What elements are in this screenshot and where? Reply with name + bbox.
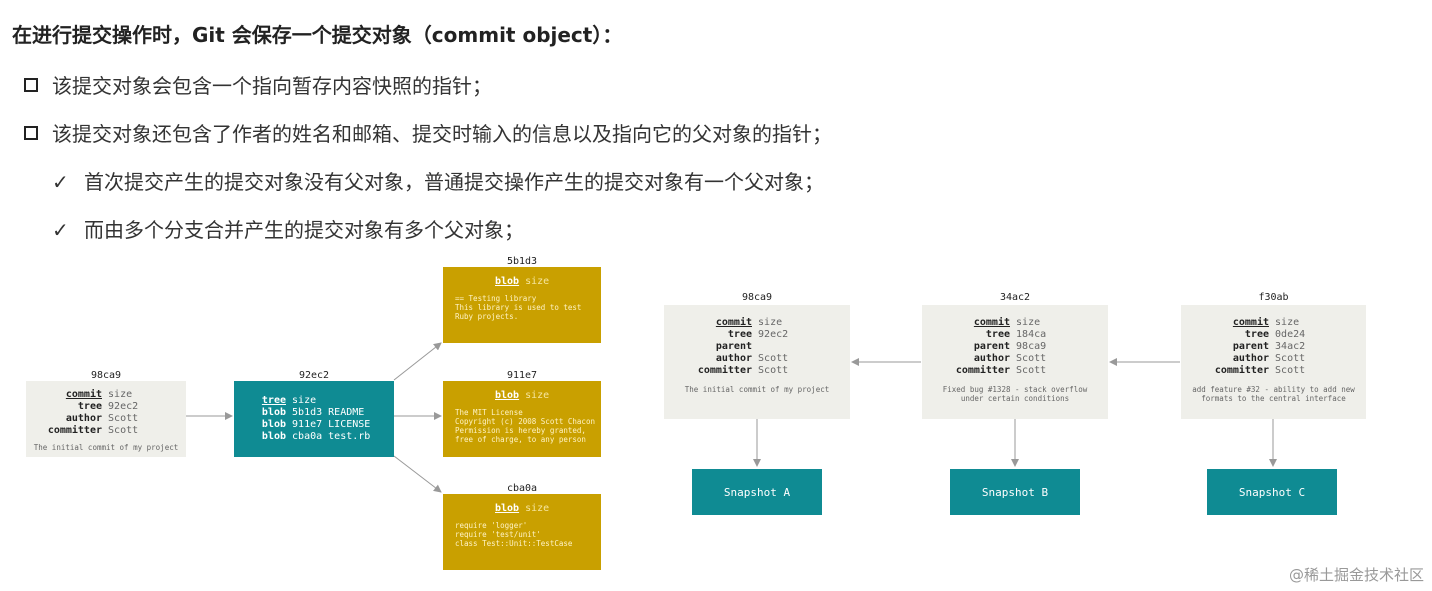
commit-row: tree 92ec2 — [77, 401, 139, 412]
blob-header: blob size — [495, 503, 550, 514]
check-text: 首次提交产生的提交对象没有父对象，普通提交操作产生的提交对象有一个父对象； — [84, 170, 824, 194]
commit-hash-label: 98ca9 — [741, 292, 773, 303]
bullet-item: 该提交对象会包含一个指向暂存内容快照的指针； — [24, 70, 492, 99]
blob-object-box: blob size == Testing library This librar… — [443, 267, 601, 343]
commit-row: author Scott — [1232, 353, 1306, 364]
commit-row: commit size — [715, 317, 783, 328]
tree-row: tree size — [261, 395, 317, 406]
commit-row: committer Scott — [1214, 365, 1306, 376]
arrow-tree-to-blob-1 — [393, 342, 442, 381]
check-text: 而由多个分支合并产生的提交对象有多个父对象； — [84, 218, 524, 242]
commit-message: The initial commit of my project — [684, 385, 830, 394]
blob-header: blob size — [495, 276, 550, 287]
blob-object-box: blob size require 'logger' require 'test… — [443, 494, 601, 570]
commit-object-box: commit size tree 0de24 parent 34ac2 auth… — [1181, 305, 1366, 419]
blob-header: blob size — [495, 390, 550, 401]
commit-hash-label: 34ac2 — [999, 292, 1031, 303]
tree-object-box: tree size blob 5b1d3 README blob 911e7 L… — [234, 381, 394, 457]
page-heading: 在进行提交操作时，Git 会保存一个提交对象（commit object）： — [12, 23, 623, 47]
commit-message: under certain conditions — [960, 394, 1070, 403]
snapshot-box: Snapshot B — [950, 469, 1080, 515]
snapshot-box: Snapshot A — [692, 469, 822, 515]
blob-hash-label: 911e7 — [506, 370, 538, 381]
check-mark-icon: ✓ — [52, 170, 69, 194]
commit-hash-label: f30ab — [1258, 292, 1289, 303]
commit-row: committer Scott — [697, 365, 789, 376]
check-mark-icon: ✓ — [52, 218, 69, 242]
check-item: ✓ 首次提交产生的提交对象没有父对象，普通提交操作产生的提交对象有一个父对象； — [52, 166, 824, 195]
arrow-tree-to-blob-3 — [393, 455, 442, 493]
commit-message: add feature #32 - ability to add new — [1192, 385, 1355, 394]
blob-content: == Testing library This library is used … — [455, 294, 582, 321]
tree-row: blob 911e7 LICENSE — [261, 419, 371, 430]
watermark: @稀土掘金技术社区 — [1288, 566, 1424, 584]
commit-row: parent — [715, 341, 752, 352]
commit-message: formats to the central interface — [1201, 394, 1346, 403]
square-bullet-icon — [24, 78, 38, 92]
commit-row: commit size — [973, 317, 1041, 328]
commit-message: The initial commit of my project — [33, 443, 179, 452]
snapshot-box: Snapshot C — [1207, 469, 1337, 515]
blob-hash-label: cba0a — [506, 483, 538, 494]
commit-message: Fixed bug #1328 - stack overflow — [942, 385, 1088, 394]
commit-row: commit size — [65, 389, 133, 400]
commit-row: commit size — [1232, 317, 1300, 328]
commit-row: tree 0de24 — [1244, 329, 1306, 340]
blob-hash-label: 5b1d3 — [506, 256, 538, 267]
square-bullet-icon — [24, 126, 38, 140]
tree-hash-label: 92ec2 — [298, 370, 330, 381]
commit-row: author Scott — [715, 353, 789, 364]
check-item: ✓ 而由多个分支合并产生的提交对象有多个父对象； — [52, 214, 524, 243]
commit-row: author Scott — [65, 413, 139, 424]
commit-hash-label: 98ca9 — [90, 370, 122, 381]
bullet-text: 该提交对象还包含了作者的姓名和邮箱、提交时输入的信息以及指向它的父对象的指针； — [52, 122, 832, 146]
blob-content: The MIT License Copyright (c) 2008 Scott… — [455, 408, 595, 444]
tree-row: blob 5b1d3 README — [261, 407, 365, 418]
commit-object-box: commit size tree 92ec2 author Scott comm… — [26, 381, 186, 457]
commit-row: committer Scott — [955, 365, 1047, 376]
bullet-text: 该提交对象会包含一个指向暂存内容快照的指针； — [52, 74, 492, 98]
blob-object-box: blob size The MIT License Copyright (c) … — [443, 381, 601, 457]
commit-row: parent 98ca9 — [973, 341, 1047, 352]
commit-row: tree 92ec2 — [727, 329, 789, 340]
bullet-item: 该提交对象还包含了作者的姓名和邮箱、提交时输入的信息以及指向它的父对象的指针； — [24, 118, 832, 147]
commit-row: tree 184ca — [985, 329, 1047, 340]
commit-row: author Scott — [973, 353, 1047, 364]
commit-object-box: commit size tree 184ca parent 98ca9 auth… — [922, 305, 1108, 419]
blob-content: require 'logger' require 'test/unit' cla… — [455, 521, 573, 548]
commit-object-box: commit size tree 92ec2 parent author Sco… — [664, 305, 850, 419]
tree-row: blob cba0a test.rb — [261, 431, 371, 442]
commit-row: committer Scott — [47, 425, 139, 436]
commit-row: parent 34ac2 — [1232, 341, 1306, 352]
